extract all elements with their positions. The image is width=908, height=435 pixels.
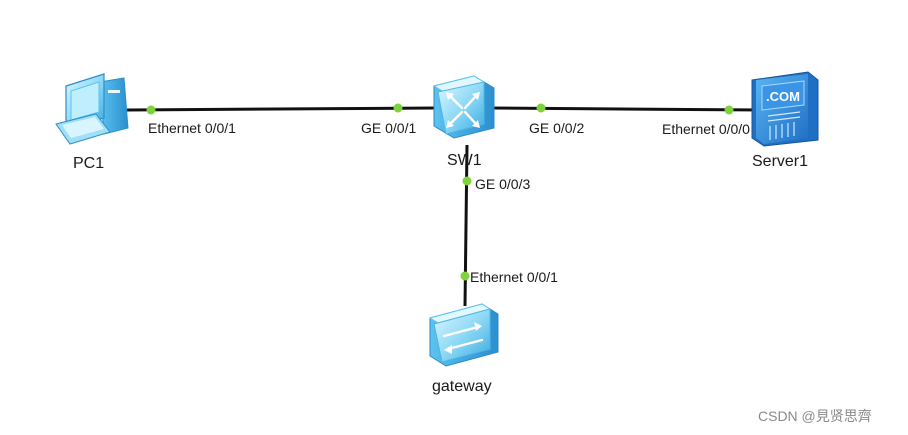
pc-icon[interactable] — [55, 73, 129, 145]
device-label-sw1: SW1 — [447, 152, 482, 169]
device-label-gateway: gateway — [432, 378, 492, 395]
port-label-sw1-ge002: GE 0/0/2 — [529, 120, 584, 136]
port-label-sw1-ge001: GE 0/0/1 — [361, 120, 416, 136]
port-dot-pc1-eth001 — [146, 105, 156, 115]
port-dot-server1-eth000 — [724, 105, 734, 115]
device-label-server1: Server1 — [752, 153, 808, 170]
router-icon[interactable] — [428, 303, 499, 367]
server-screen-text: .COM — [766, 89, 800, 104]
switch-icon[interactable] — [432, 75, 495, 139]
port-label-gateway-eth001: Ethernet 0/0/1 — [470, 269, 558, 285]
device-label-pc1: PC1 — [73, 155, 104, 172]
port-dot-sw1-ge003 — [462, 176, 472, 186]
port-label-server1-eth000: Ethernet 0/0/0 — [662, 121, 750, 137]
link-pc1-sw1[interactable] — [119, 106, 435, 112]
port-label-pc1-eth001: Ethernet 0/0/1 — [148, 120, 236, 136]
port-dot-gateway-eth001 — [460, 271, 470, 281]
port-dot-sw1-ge001 — [393, 103, 403, 113]
link-sw1-server1[interactable] — [489, 106, 763, 112]
server-icon[interactable]: .COM — [751, 71, 819, 147]
port-label-sw1-ge003: GE 0/0/3 — [475, 176, 530, 192]
port-dot-sw1-ge002 — [536, 103, 546, 113]
link-sw1-gateway[interactable] — [463, 144, 469, 307]
watermark: CSDN @見贤思齊 — [758, 408, 872, 424]
